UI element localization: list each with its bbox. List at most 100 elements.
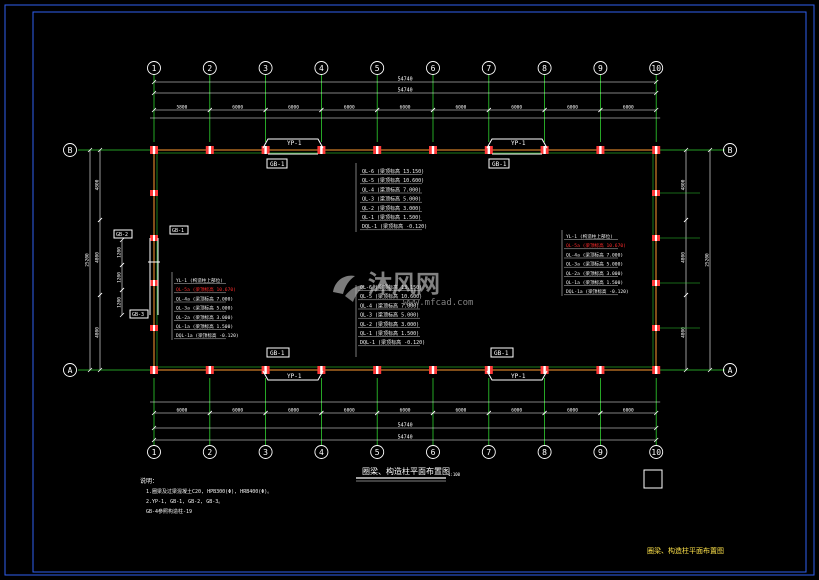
dimension-tick — [430, 107, 436, 113]
axis-bubble-circle — [537, 61, 552, 75]
column-core — [655, 190, 657, 196]
dimension-tick — [97, 367, 103, 373]
column-core — [431, 366, 435, 374]
dimension-tick — [683, 217, 689, 223]
axis-bubble-circle — [593, 445, 608, 459]
dimension-tick — [653, 425, 659, 431]
dimension-text: 4800 — [95, 179, 101, 190]
note-line: 1.圈梁及过梁混凝土C20, HPB300(Φ), HRB400(Φ)。 — [146, 488, 272, 495]
dimension-tick — [97, 147, 103, 153]
axis-bubble-label: 4 — [319, 64, 324, 73]
dimension-tick — [319, 107, 324, 113]
dimension-text: 1200 — [117, 272, 123, 283]
dimension-text: 4800 — [681, 179, 687, 190]
dimension-text: 4800 — [681, 252, 687, 263]
note-line: 2.YP-1, GB-1, GB-2, GB-3。 — [146, 499, 223, 505]
beam-label: YP-1 — [287, 373, 302, 380]
left-gb-tags: GB-2 GB-1 GB-3 — [113, 225, 189, 319]
axis-bubble-label: 1 — [152, 64, 157, 73]
axis-bubble-label: 5 — [375, 64, 380, 73]
legend-left: YL-1 (构造柱上部位)QL-5a (梁顶标高 10.670)QL-4a (梁… — [174, 277, 239, 339]
dimension-text: 54740 — [398, 435, 413, 441]
axis-bubble-circle — [63, 143, 77, 157]
dimension-text: 6000 — [623, 105, 634, 111]
legend-line: YL-1 (构造柱上部位) — [566, 233, 613, 240]
drawing-title-block: 圈梁、构造柱平面布置图 1:100 — [356, 466, 461, 482]
axis-bubble-label: 7 — [486, 448, 491, 457]
beam-label: YP-1 — [511, 140, 526, 147]
axis-bubble-label: 3 — [263, 64, 268, 73]
axis-bubble-label: B — [728, 146, 733, 155]
dimension-text: 6000 — [567, 105, 578, 111]
column-core — [264, 146, 267, 154]
dimension-tick — [374, 107, 380, 113]
dimension-text: 6000 — [567, 408, 578, 414]
watermark: 沐风网 www.mfcad.com — [333, 270, 473, 308]
axis-bubble-circle — [649, 445, 664, 459]
dimension-tick — [119, 287, 125, 293]
legend-line: DQL-1a (梁顶标高 -0.120) — [566, 288, 629, 295]
column-core — [208, 146, 211, 154]
column-core — [376, 146, 379, 154]
column-marks — [150, 146, 661, 374]
wall-outline — [153, 149, 657, 371]
column-core — [153, 325, 155, 331]
axis-bubble-label: 2 — [207, 64, 212, 73]
beam-tag: GB-1 — [270, 350, 285, 357]
dimension-text: 6000 — [288, 408, 299, 414]
beam-label: YP-1 — [511, 373, 526, 380]
dimension-text: 25200 — [85, 253, 91, 267]
dimension-tick — [263, 107, 268, 113]
column-core — [655, 325, 657, 331]
dimension-text: 6000 — [400, 105, 411, 111]
column-core — [264, 366, 267, 374]
dimension-text: 1200 — [117, 297, 123, 308]
column-core — [599, 366, 602, 374]
dimension-tick — [486, 410, 492, 416]
dimension-text: 6000 — [344, 408, 355, 414]
axis-bubble-circle — [481, 445, 496, 459]
dimension-text: 6000 — [232, 408, 243, 414]
dimension-text: 6000 — [623, 408, 634, 414]
dimension-text: 1200 — [117, 247, 123, 258]
beam-box-top-left: YP-1 GB-1 — [262, 138, 324, 169]
axis-bubble-label: 7 — [486, 64, 491, 73]
dimension-tick — [151, 425, 157, 431]
axis-bubble-label: 4 — [319, 448, 324, 457]
dimension-text: 6000 — [344, 105, 355, 111]
legend-line: QL-5a (梁顶标高 10.670) — [176, 286, 236, 293]
dimension-text: 6000 — [511, 105, 522, 111]
legend-line: QL-6 (梁顶标高 13.150) — [362, 168, 424, 175]
legend-line: QL-2 (梁顶标高 3.000) — [362, 205, 421, 212]
column-core — [153, 190, 155, 196]
notes-block: 说明： 1.圈梁及过梁混凝土C20, HPB300(Φ), HRB400(Φ)。… — [140, 477, 272, 515]
axis-bubble-circle — [202, 445, 217, 459]
dimension-tick — [151, 107, 157, 113]
axis-bubble-label: 10 — [651, 448, 661, 457]
legend-line: DQL-1 (梁顶标高 -0.120) — [360, 339, 425, 346]
axis-bubble-label: 8 — [542, 448, 547, 457]
column-core — [376, 366, 379, 374]
column-core — [152, 146, 156, 154]
dimension-tick — [374, 410, 380, 416]
dimension-tick — [683, 292, 689, 298]
column-core — [153, 280, 155, 286]
dimension-text: 5800 — [176, 105, 187, 111]
legend-line: QL-4a (梁顶标高 7.000) — [176, 295, 233, 302]
dimension-tick — [319, 410, 324, 416]
axis-bubble-label: 6 — [431, 64, 436, 73]
legend-line: QL-3a (梁顶标高 5.000) — [566, 261, 623, 268]
dimension-tick — [207, 410, 213, 416]
axis-bubble-circle — [147, 445, 161, 459]
column-core — [655, 280, 657, 286]
legend-line: QL-4 (梁顶标高 7.000) — [362, 186, 421, 193]
legend-line: QL-2a (梁顶标高 3.000) — [566, 270, 623, 277]
axis-bubble-circle — [537, 445, 552, 459]
dimension-tick — [207, 107, 213, 113]
gb1-tag: GB-1 — [172, 228, 184, 234]
axis-bubble-circle — [370, 61, 385, 75]
beam-tag: GB-1 — [494, 350, 509, 357]
watermark-logo-icon — [333, 275, 365, 302]
dimension-text: 4800 — [95, 327, 101, 338]
